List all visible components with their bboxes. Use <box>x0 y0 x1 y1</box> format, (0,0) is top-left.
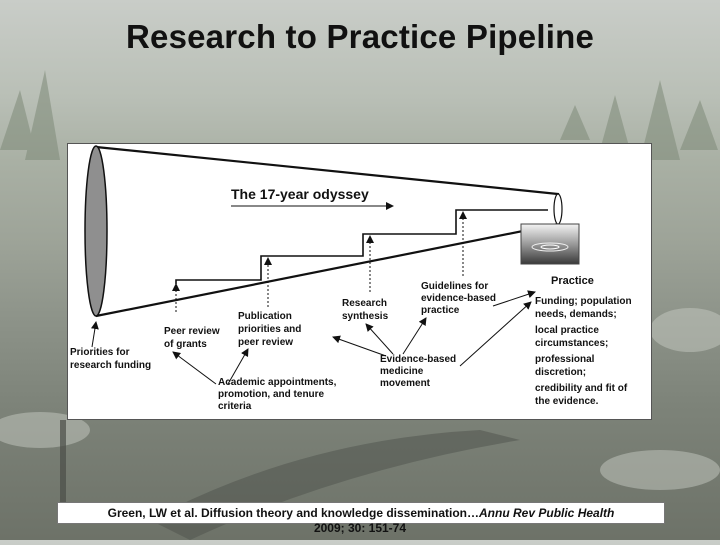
funnel-mouth <box>84 145 108 317</box>
arrow-evidence-practice <box>459 301 532 367</box>
arrow-academic-peer <box>172 351 217 385</box>
citation-authors: Green, LW et al. Diffusion theory and kn… <box>107 506 480 520</box>
funnel-end <box>553 193 563 225</box>
evidence-based-label: Evidence-based medicine movement <box>380 354 459 389</box>
priorities-label: Priorities for research funding <box>70 347 151 371</box>
arrow-priorities <box>90 321 99 348</box>
arrow-guidelines-practice <box>492 290 536 307</box>
slide-title: Research to Practice Pipeline <box>125 18 594 55</box>
publication-label: Publication priorities and peer review <box>238 311 304 348</box>
academic-label: Academic appointments, promotion, and te… <box>218 377 339 412</box>
arrow-academic-publication <box>227 348 249 385</box>
citation-line-1: Green, LW et al. Diffusion theory and kn… <box>57 502 665 524</box>
arrow-evidence-publication <box>332 335 387 357</box>
funding-label: Funding; population needs, demands; loca… <box>535 296 634 407</box>
arrow-evidence-synthesis <box>365 323 394 355</box>
citation-line-2: 2009; 30: 151-74 <box>313 521 407 535</box>
pipeline-svg: The 17-year odyssey Practice Research sy… <box>70 145 634 412</box>
guidelines-label: Guidelines for evidence-based practice <box>421 281 499 316</box>
pipeline-staircase <box>175 209 548 284</box>
pipeline-diagram: The 17-year odyssey Practice Research sy… <box>67 143 652 420</box>
odyssey-label: The 17-year odyssey <box>231 186 369 202</box>
practice-label: Practice <box>551 275 594 287</box>
practice-image <box>520 223 580 265</box>
citation-journal: Annu Rev Public Health <box>479 506 615 520</box>
arrow-evidence-guidelines <box>402 317 427 355</box>
peer-review-label: Peer review of grants <box>164 326 222 350</box>
research-synthesis-label: Research synthesis <box>342 298 390 322</box>
